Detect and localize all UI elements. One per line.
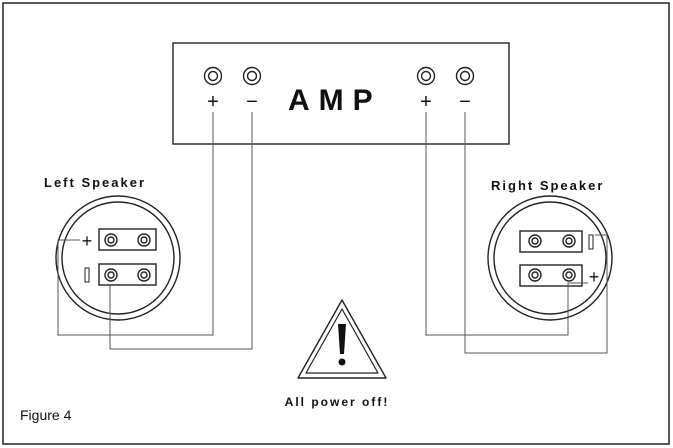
amp-terminal-right-plus bbox=[416, 66, 436, 86]
amp-plus-mark-right: + bbox=[420, 91, 432, 113]
amp-terminal-right-minus bbox=[455, 66, 475, 86]
terminal-icon bbox=[242, 66, 262, 86]
terminal-icon bbox=[562, 268, 576, 282]
amp-minus-mark-left: − bbox=[246, 91, 258, 113]
wire-right-minus bbox=[464, 112, 608, 354]
amp-label: AMP bbox=[288, 84, 382, 117]
right-speaker: + bbox=[487, 195, 613, 321]
wire-left-minus bbox=[109, 112, 253, 350]
terminal-icon bbox=[455, 66, 475, 86]
amp-minus-mark-right: − bbox=[459, 91, 471, 113]
terminal-icon bbox=[137, 233, 151, 247]
terminal-icon bbox=[104, 268, 118, 282]
right-speaker-minus-mark bbox=[588, 234, 594, 250]
left-speaker-plus-mark: + bbox=[82, 231, 93, 251]
terminal-icon bbox=[203, 66, 223, 86]
right-speaker-plus-mark: + bbox=[589, 267, 600, 287]
wire-left-plus bbox=[57, 112, 214, 336]
terminal-icon bbox=[416, 66, 436, 86]
wire-right-plus bbox=[425, 112, 588, 336]
amp-terminal-left-minus bbox=[242, 66, 262, 86]
terminal-icon bbox=[137, 268, 151, 282]
left-speaker: + bbox=[55, 195, 181, 321]
figure-caption: Figure 4 bbox=[20, 407, 72, 423]
terminal-icon bbox=[528, 268, 542, 282]
terminal-icon bbox=[104, 233, 118, 247]
amp-box bbox=[172, 42, 510, 145]
warning-triangle-icon bbox=[297, 299, 387, 379]
right-speaker-label: Right Speaker bbox=[491, 178, 604, 193]
terminal-icon bbox=[562, 234, 576, 248]
amp-plus-mark-left: + bbox=[207, 91, 219, 113]
warning-text: All power off! bbox=[285, 395, 390, 409]
left-speaker-label: Left Speaker bbox=[44, 175, 146, 190]
left-speaker-minus-mark bbox=[84, 267, 90, 283]
terminal-icon bbox=[528, 234, 542, 248]
amp-terminal-left-plus bbox=[203, 66, 223, 86]
